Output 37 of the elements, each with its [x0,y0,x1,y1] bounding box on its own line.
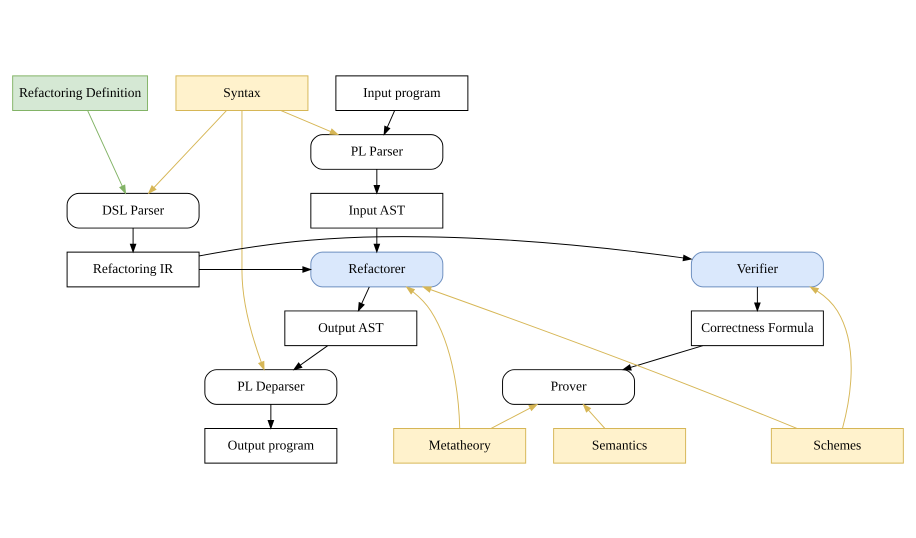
arrow [198,266,312,272]
node-box: Input AST [310,192,444,228]
arrow [198,236,693,261]
node-box: Refactoring IR [66,251,200,287]
node-box: Verifier [690,251,824,287]
arrow [754,286,761,312]
arrow [292,344,328,370]
node-box: Syntax [175,74,308,111]
node-box: PL Parser [310,134,444,170]
node-box: Input program [335,74,468,111]
arrow [490,403,538,428]
node-box: Correctness Formula [690,310,824,346]
arrow [422,286,798,428]
arrow [267,403,274,430]
arrow [87,110,126,194]
node-box: Refactoring Definition [12,74,148,111]
arrow [241,110,265,370]
arrow [809,286,852,428]
arrow [384,110,396,136]
node-box: Output program [204,427,338,464]
arrow [358,286,370,312]
node-box: Semantics [553,427,686,464]
node-box: PL Deparser [204,368,338,404]
arrow [622,344,704,370]
node-box: Prover [502,368,636,404]
arrow [582,402,606,428]
arrow [373,227,380,253]
arrow [280,110,340,135]
arrow [130,227,136,253]
node-box: DSL Parser [66,192,200,228]
node-box: Output AST [284,310,418,346]
node-box: Schemes [770,427,904,464]
node-box: Refactorer [310,251,444,287]
arrow [148,110,227,194]
arrow [405,286,460,428]
node-box: Metatheory [393,427,526,464]
arrow [373,168,380,194]
